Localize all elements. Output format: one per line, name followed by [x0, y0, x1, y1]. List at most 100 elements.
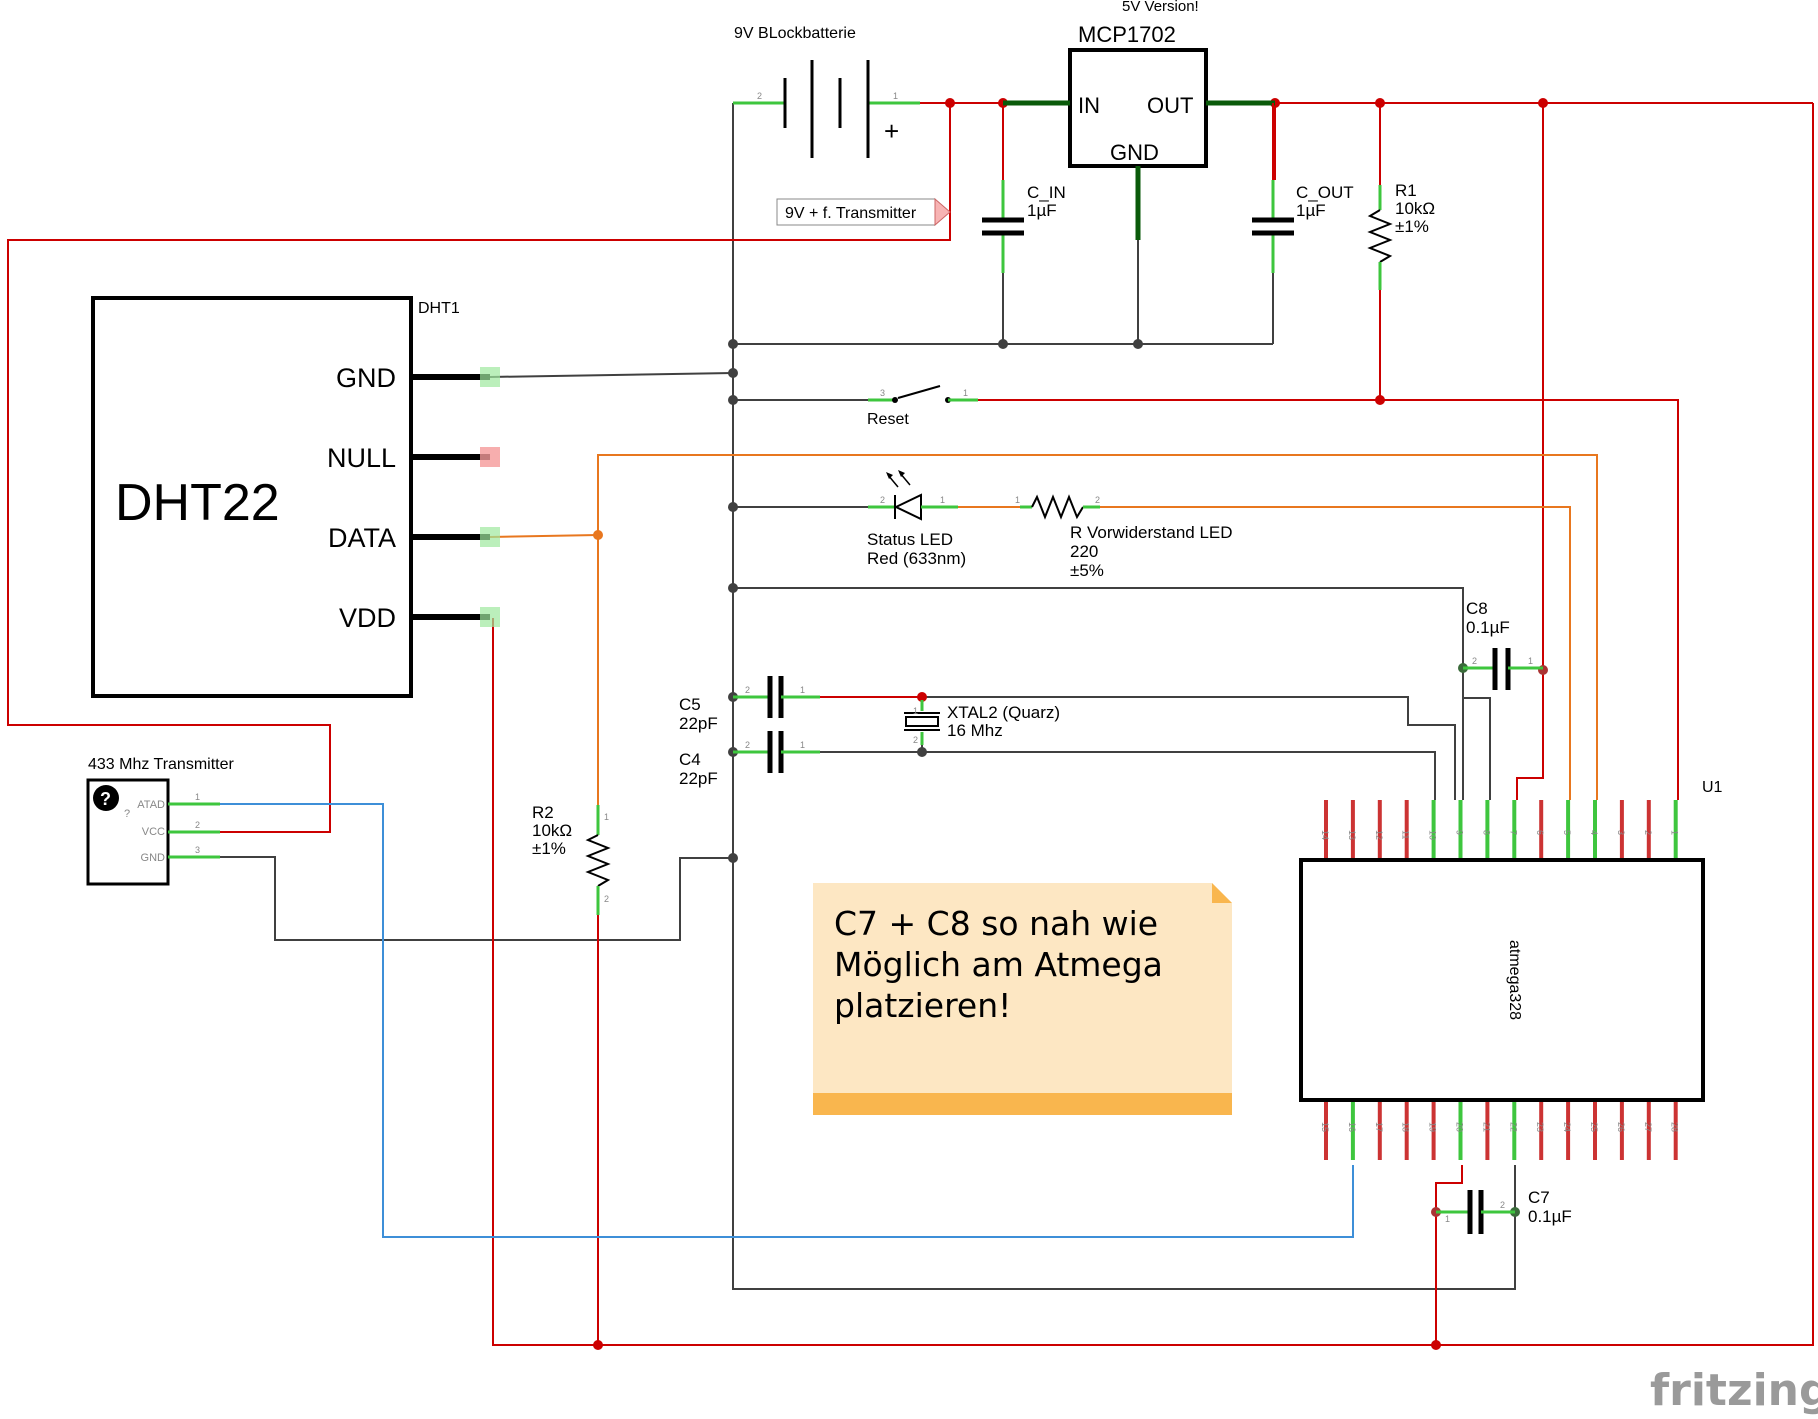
- mcu-pin-number: 19: [1428, 1122, 1438, 1132]
- battery-label: 9V BLockbatterie: [734, 25, 856, 42]
- regulator-in: IN: [1078, 93, 1100, 118]
- resistor-led[interactable]: 1 2 R Vorwiderstand LED 220 ±5%: [1015, 494, 1233, 580]
- svg-text:1: 1: [604, 812, 609, 822]
- c7-value: 0.1µF: [1528, 1207, 1572, 1226]
- mcu-pin-number: 27: [1643, 1122, 1653, 1132]
- r2-name: R2: [532, 803, 554, 822]
- mcu-pin-number: 26: [1616, 1122, 1626, 1132]
- r1-name: R1: [1395, 181, 1417, 200]
- note-line-1: C7 + C8 so nah wie: [834, 904, 1158, 943]
- transmitter-data-net: [220, 803, 1354, 1238]
- capacitor-c4[interactable]: 2 1 C4 22pF: [679, 731, 820, 788]
- svg-text:1: 1: [963, 388, 968, 398]
- svg-text:1: 1: [893, 91, 898, 101]
- r-led-value: 220: [1070, 542, 1098, 561]
- capacitor-c-in[interactable]: C_IN 1µF: [982, 180, 1066, 344]
- r-led-name: R Vorwiderstand LED: [1070, 523, 1233, 542]
- mcu-pin-number: 11: [1401, 830, 1411, 839]
- svg-text:2: 2: [745, 685, 750, 695]
- dht-pin-gnd: GND: [336, 363, 396, 393]
- fritzing-logo: fritzing: [1650, 1365, 1818, 1416]
- led-color: Red (633nm): [867, 549, 966, 568]
- atmega328-chip[interactable]: U1 14D813D712D6 (PWM)11D5 (PWM)10XLAT29X…: [1299, 779, 1723, 1160]
- mcu-pin-number: 18: [1401, 1122, 1411, 1132]
- mcu-pin-number: 7: [1508, 830, 1518, 835]
- dht-pin-vdd: VDD: [339, 603, 396, 633]
- mcu-pin-number: 2: [1643, 830, 1653, 835]
- note-line-2: Möglich am Atmega: [834, 945, 1163, 984]
- mcu-pin-number: 5: [1562, 830, 1572, 835]
- svg-text:1: 1: [913, 706, 918, 716]
- mcu-pin-number: 23: [1535, 1122, 1545, 1132]
- mcu-pin-number: 10: [1428, 830, 1438, 840]
- svg-text:2: 2: [195, 820, 200, 830]
- battery-plus: +: [884, 116, 899, 146]
- transmitter-name: 433 Mhz Transmitter: [88, 756, 235, 773]
- c5-name: C5: [679, 695, 701, 714]
- svg-text:1: 1: [800, 685, 805, 695]
- svg-text:1: 1: [1528, 656, 1533, 666]
- xtal-value: 16 Mhz: [947, 721, 1003, 740]
- r1-tolerance: ±1%: [1395, 217, 1429, 236]
- mcu-pin-number: 12: [1374, 830, 1384, 840]
- transmitter-pin-atad: ATAD: [137, 799, 165, 811]
- capacitor-c8[interactable]: 2 1 C8 0.1µF: [1463, 599, 1543, 690]
- led-name: Status LED: [867, 530, 953, 549]
- mcu-pin-number: 22: [1508, 1122, 1518, 1132]
- c5-value: 22pF: [679, 714, 718, 733]
- resistor-r1[interactable]: R1 10kΩ ±1%: [1367, 181, 1435, 290]
- svg-text:2: 2: [1095, 495, 1100, 505]
- c-out-name: C_OUT: [1296, 183, 1354, 202]
- mcu-pin-number: 20: [1455, 1122, 1465, 1132]
- mcu-pin-number: 16: [1347, 1122, 1357, 1132]
- svg-text:2: 2: [1472, 656, 1477, 666]
- mcu-pin-number: 28: [1670, 1122, 1680, 1132]
- mcu-pin-number: 8: [1481, 830, 1491, 835]
- dht-pin-null: NULL: [327, 443, 396, 473]
- mcu-pin-number: 6: [1535, 830, 1545, 835]
- voltage-regulator[interactable]: 5V Version! MCP1702 IN OUT GND: [1003, 0, 1275, 344]
- xtal-name: XTAL2 (Quarz): [947, 703, 1060, 722]
- capacitor-c5[interactable]: 2 1 C5 22pF: [679, 676, 820, 733]
- mcu-pin-number: 1: [1670, 830, 1680, 835]
- svg-text:1: 1: [940, 495, 945, 505]
- transmitter-433mhz[interactable]: 433 Mhz Transmitter ? ? ATAD VCC GND 1 2…: [86, 756, 235, 886]
- dht22-sensor[interactable]: DHT1 DHT22 GND NULL DATA VDD: [91, 296, 500, 698]
- transmitter-pin-vcc: VCC: [142, 826, 165, 838]
- mcu-ref: U1: [1702, 779, 1723, 796]
- svg-text:2: 2: [880, 495, 885, 505]
- mcu-pin-number: 14: [1320, 830, 1330, 840]
- net-label-transmitter[interactable]: 9V + f. Transmitter: [776, 197, 951, 227]
- mcu-pin-number: 25: [1589, 1122, 1599, 1132]
- gnd-net: [220, 103, 1516, 1290]
- resistor-r2[interactable]: 1 2 R2 10kΩ ±1%: [532, 803, 611, 915]
- c7-name: C7: [1528, 1188, 1550, 1207]
- c4-value: 22pF: [679, 769, 718, 788]
- dht-pin-data: DATA: [328, 523, 396, 553]
- mcu-name: atmega328: [1506, 940, 1523, 1020]
- mcu-pin-number: 24: [1562, 1122, 1572, 1132]
- svg-text:1: 1: [195, 792, 200, 802]
- capacitor-c-out[interactable]: C_OUT 1µF: [1252, 103, 1354, 273]
- status-led[interactable]: 2 1 Status LED Red (633nm): [867, 470, 966, 568]
- transmitter-q: ?: [124, 808, 130, 820]
- battery[interactable]: 9V BLockbatterie + 2 1: [733, 25, 920, 158]
- dht-ref: DHT1: [418, 300, 460, 317]
- capacitor-c7[interactable]: 1 2 C7 0.1µF: [1436, 1188, 1572, 1234]
- svg-text:1: 1: [1015, 495, 1020, 505]
- svg-text:2: 2: [745, 740, 750, 750]
- reset-switch[interactable]: 3 1 Reset: [867, 385, 978, 428]
- svg-text:1: 1: [1445, 1214, 1450, 1224]
- svg-text:?: ?: [100, 789, 111, 809]
- svg-text:3: 3: [195, 845, 200, 855]
- c4-name: C4: [679, 750, 701, 769]
- data-net: [489, 454, 1598, 822]
- r1-value: 10kΩ: [1395, 199, 1435, 218]
- wire-junctions: [593, 98, 1548, 1350]
- crystal-xtal2[interactable]: 1 2 XTAL2 (Quarz) 16 Mhz: [904, 700, 1060, 745]
- sticky-note[interactable]: C7 + C8 so nah wie Möglich am Atmega pla…: [813, 883, 1232, 1115]
- regulator-out: OUT: [1147, 93, 1193, 118]
- r2-value: 10kΩ: [532, 821, 572, 840]
- transmitter-pin-gnd: GND: [141, 852, 166, 864]
- c8-name: C8: [1466, 599, 1488, 618]
